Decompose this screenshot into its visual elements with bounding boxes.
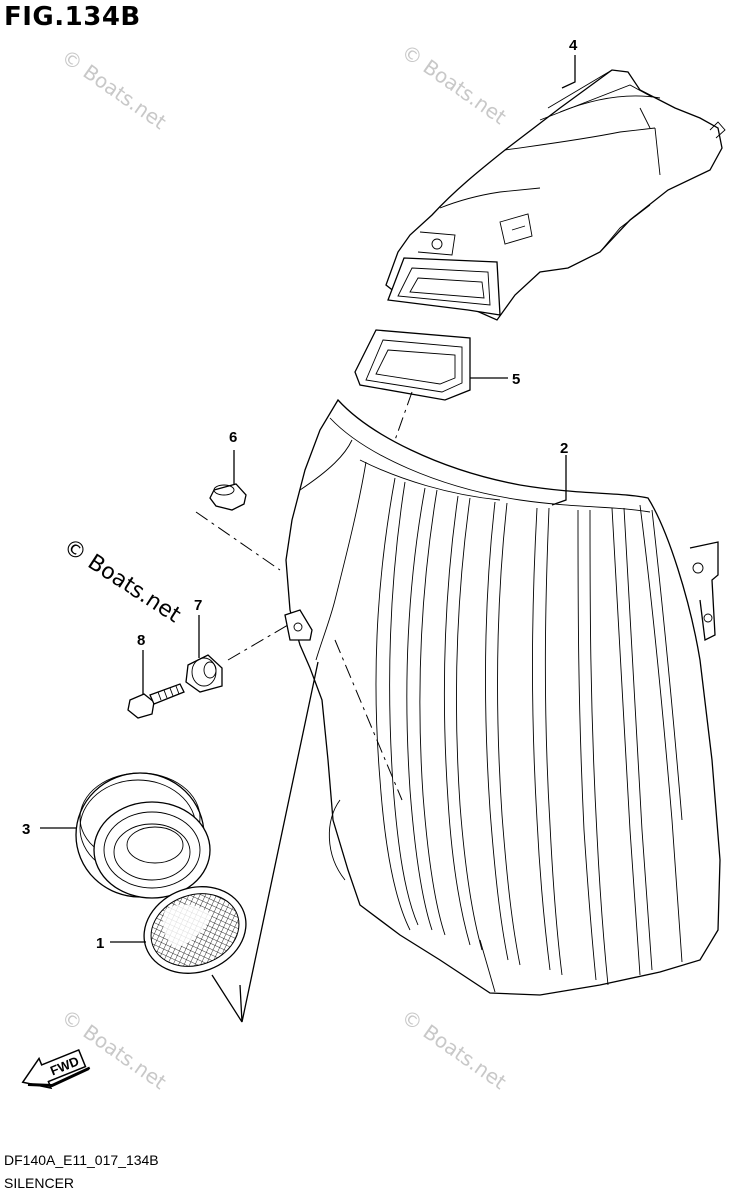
callout-3: 3 [22, 821, 30, 838]
callout-2: 2 [560, 440, 568, 457]
part-5-seal [354, 329, 508, 441]
part-7-grommet [185, 615, 289, 693]
part-3-end-cap [40, 772, 211, 899]
part-4-intake-duct [385, 55, 726, 321]
watermark-bottom-right: © Boats.net [397, 1004, 511, 1094]
callout-8: 8 [137, 632, 145, 649]
section-name: SILENCER [4, 1175, 75, 1191]
figure-title: FIG.134B [4, 2, 141, 32]
part-8-bolt [127, 650, 185, 719]
part-1-mesh-screen [110, 886, 247, 974]
watermark-large: © Boats.net [59, 534, 185, 628]
fwd-arrow: FWD [21, 1048, 91, 1090]
callout-5: 5 [512, 371, 520, 388]
callout-1: 1 [96, 935, 104, 952]
diagram-code: DF140A_E11_017_134B [4, 1152, 159, 1168]
assembly-leader [211, 661, 319, 1023]
watermark-top-left: © Boats.net [57, 44, 171, 134]
callout-7: 7 [194, 597, 202, 614]
callout-6: 6 [229, 429, 237, 446]
part-6-grommet [195, 450, 281, 571]
callout-4: 4 [569, 37, 578, 54]
part-2-silencer-case [284, 398, 721, 996]
watermark-top-right: © Boats.net [397, 39, 511, 129]
callout-labels: 1 2 3 4 5 6 7 8 [22, 37, 578, 952]
watermark-bottom-left: © Boats.net [57, 1004, 171, 1094]
